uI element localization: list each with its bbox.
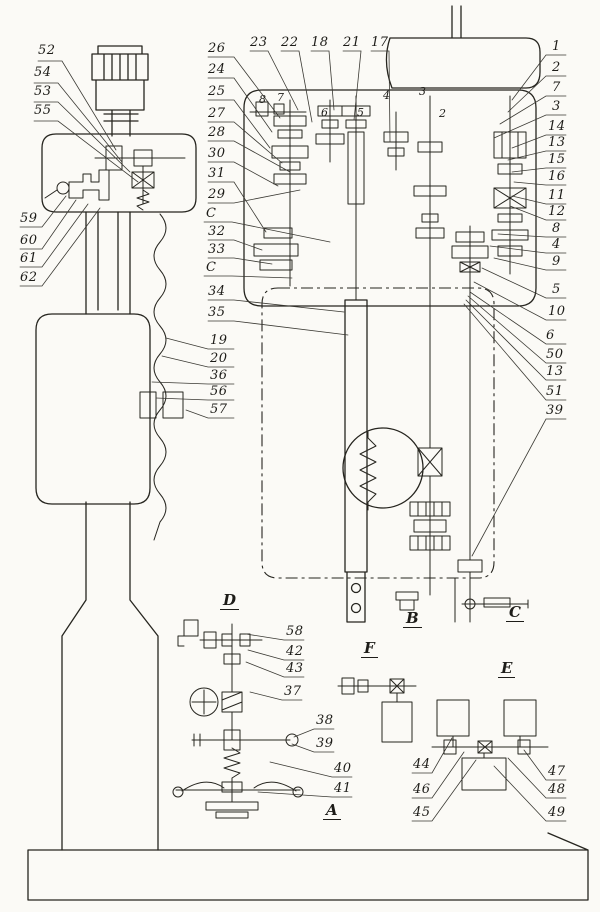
callout-7: 7 <box>552 80 561 95</box>
section-letter-d: D <box>220 592 240 610</box>
callout-27: 27 <box>208 106 226 121</box>
callout-48: 48 <box>548 782 566 797</box>
callout-26: 26 <box>208 41 226 56</box>
spring-circle <box>342 427 424 509</box>
callout-10: 10 <box>548 304 566 319</box>
shaft-number-4: 4 <box>383 89 391 102</box>
callout-29: 29 <box>208 187 226 202</box>
callout-54: 54 <box>34 65 52 80</box>
column-outline <box>61 211 159 851</box>
feedbox-outline <box>261 287 495 579</box>
callout-50: 50 <box>546 347 564 362</box>
callout-51: 51 <box>546 384 564 399</box>
callout-22: 22 <box>281 35 299 50</box>
callout-35: 35 <box>208 305 226 320</box>
callout-49: 49 <box>548 805 566 820</box>
callout-13-b: 13 <box>546 364 564 379</box>
callout-8: 8 <box>552 221 561 236</box>
callout-46: 46 <box>413 782 431 797</box>
section-letter-e: E <box>498 660 516 678</box>
callout-28: 28 <box>208 125 226 140</box>
motor <box>91 45 149 137</box>
section-letter-b: B <box>403 610 422 628</box>
section-letter-f: F <box>361 640 378 658</box>
callout-15: 15 <box>548 152 566 167</box>
shaft-number-2: 2 <box>439 107 447 120</box>
callout-20: 20 <box>210 351 228 366</box>
callout-11: 11 <box>548 188 566 203</box>
spindle-rack <box>344 299 368 623</box>
gearbox-outline <box>243 89 537 307</box>
shaft-number-3: 3 <box>419 85 427 98</box>
callout-58: 58 <box>286 624 304 639</box>
callout-43: 43 <box>286 661 304 676</box>
callout-33: 33 <box>208 242 226 257</box>
shaft-number-6: 6 <box>321 106 329 119</box>
shaft-number-7: 7 <box>277 91 285 104</box>
callout-24: 24 <box>208 62 226 77</box>
shaft-number-8: 8 <box>259 93 267 106</box>
callout-c-1: C <box>206 206 217 221</box>
callout-60: 60 <box>20 233 38 248</box>
callout-39: 39 <box>546 403 564 418</box>
callout-40: 40 <box>334 761 352 776</box>
top-cover <box>385 5 541 89</box>
callout-42: 42 <box>286 644 304 659</box>
callout-17: 17 <box>371 35 389 50</box>
callout-19: 19 <box>210 333 228 348</box>
callout-9: 9 <box>552 254 561 269</box>
leader-lines <box>19 50 567 822</box>
callout-45: 45 <box>413 805 431 820</box>
gear-train <box>44 95 549 819</box>
callout-13: 13 <box>548 135 566 150</box>
callout-55: 55 <box>34 103 52 118</box>
callout-37: 37 <box>284 684 302 699</box>
callout-31: 31 <box>208 166 226 181</box>
callout-34: 34 <box>208 284 226 299</box>
base-outline <box>27 832 589 901</box>
callout-18: 18 <box>311 35 329 50</box>
head-housing <box>41 133 197 213</box>
section-letter-c: C <box>506 604 524 622</box>
callout-52: 52 <box>38 43 56 58</box>
callout-25: 25 <box>208 84 226 99</box>
callout-1: 1 <box>552 39 561 54</box>
shaft-number-5: 5 <box>357 106 365 119</box>
callout-39-d: 39 <box>316 736 334 751</box>
callout-6: 6 <box>546 328 555 343</box>
callout-3: 3 <box>552 99 561 114</box>
callout-14: 14 <box>548 119 566 134</box>
machine-outlines <box>27 5 589 901</box>
callout-30: 30 <box>208 146 226 161</box>
section-letter-a: A <box>323 802 341 820</box>
callout-62: 62 <box>20 270 38 285</box>
callout-56: 56 <box>210 384 228 399</box>
callout-53: 53 <box>34 84 52 99</box>
callout-c-2: C <box>206 260 217 275</box>
callout-57: 57 <box>210 402 228 417</box>
callout-4: 4 <box>552 237 561 252</box>
callout-23: 23 <box>250 35 268 50</box>
callout-2: 2 <box>552 60 561 75</box>
callout-21: 21 <box>343 35 361 50</box>
column-sleeve <box>35 313 151 505</box>
callout-38: 38 <box>316 713 334 728</box>
callout-41: 41 <box>334 781 352 796</box>
callout-16: 16 <box>548 169 566 184</box>
callout-61: 61 <box>20 251 38 266</box>
callout-36: 36 <box>210 368 228 383</box>
callout-44: 44 <box>413 757 431 772</box>
callout-59: 59 <box>20 211 38 226</box>
callout-32: 32 <box>208 224 226 239</box>
callout-12: 12 <box>548 204 566 219</box>
callout-47: 47 <box>548 764 566 779</box>
callout-5: 5 <box>552 282 561 297</box>
